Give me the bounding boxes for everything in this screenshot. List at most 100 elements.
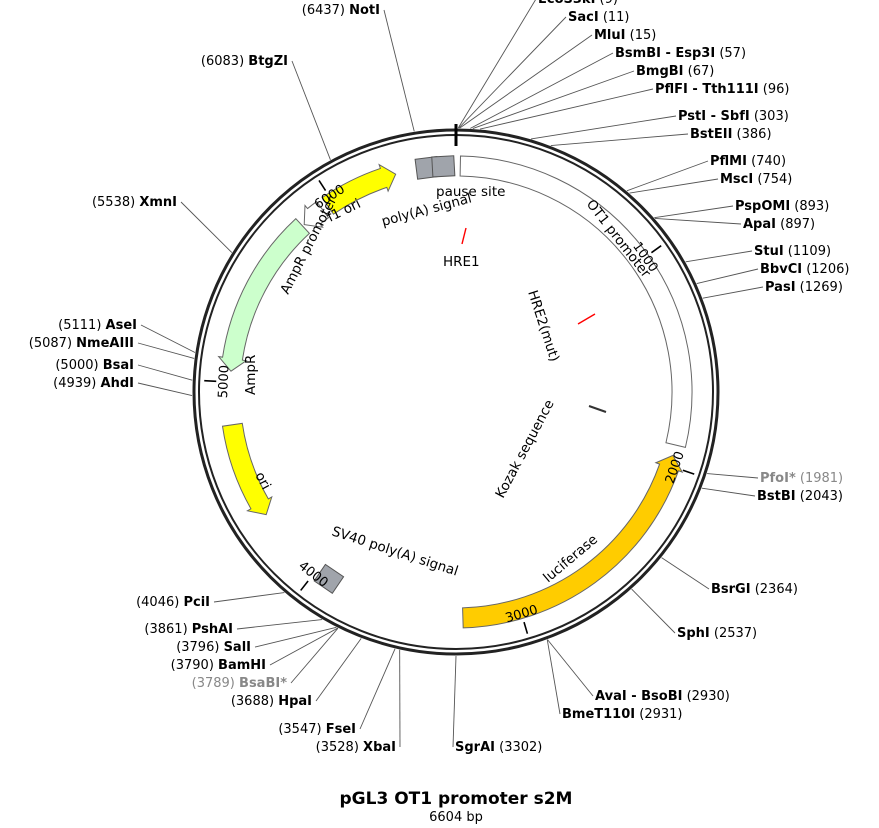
restriction-site-label: (3547) FseI: [278, 722, 356, 737]
site-name: FseI: [326, 722, 356, 737]
restriction-site-label: PspOMI (893): [735, 199, 829, 214]
site-name: BtgZI: [248, 54, 288, 69]
site-name: BstBI: [757, 489, 796, 504]
site-connector: [661, 557, 710, 590]
restriction-site-label: MluI (15): [594, 28, 656, 43]
site-name: SalI: [224, 640, 251, 655]
site-name: BsrGI: [711, 582, 751, 597]
site-connector: [631, 588, 676, 634]
site-connector: [654, 205, 734, 219]
pause-site-label: pause site: [436, 184, 505, 200]
scale-tick: [204, 379, 217, 383]
site-position: (4939): [53, 376, 100, 391]
restriction-site-label: PstI - SbfI (303): [678, 109, 789, 124]
site-position: (1206): [802, 262, 849, 277]
site-position: (5000): [55, 358, 102, 373]
site-position: (754): [753, 172, 792, 187]
site-name: AvaI - BsoBI: [595, 689, 682, 704]
feature-arc: [462, 454, 684, 629]
site-position: (1109): [784, 244, 831, 259]
site-position: (6437): [302, 3, 349, 18]
feature-arc: [321, 163, 397, 215]
restriction-site-label: SgrAI (3302): [455, 740, 542, 755]
site-position: (3789): [192, 676, 239, 691]
restriction-site-label: (5000) BsaI: [55, 358, 134, 373]
site-connector: [470, 52, 614, 129]
site-name: AseI: [106, 318, 137, 333]
site-connector: [213, 592, 285, 603]
restriction-site-label: BsmBI - Esp3I (57): [615, 46, 746, 61]
restriction-site-label: BstEII (386): [690, 127, 772, 142]
scale-tick: [650, 245, 662, 254]
ampr-label: AmpR: [243, 355, 259, 395]
site-name: PciI: [183, 595, 210, 610]
site-name: MluI: [594, 28, 625, 43]
site-position: (2364): [751, 582, 798, 597]
scale-tick: [300, 580, 309, 591]
site-connector: [654, 217, 742, 225]
site-connector: [696, 268, 759, 284]
site-position: (2537): [710, 626, 757, 641]
site-connector: [479, 88, 654, 130]
site-name: PfoI*: [760, 471, 796, 486]
hre2-label: HRE2(mut): [524, 288, 562, 364]
restriction-site-label: BstBI (2043): [757, 489, 843, 504]
scale-tick-label: 2000: [663, 450, 688, 486]
restriction-site-label: (5538) XmnI: [92, 195, 177, 210]
site-name: PflFI - Tth111I: [655, 82, 759, 97]
site-name: EcoS3kI: [538, 0, 595, 7]
site-position: (3861): [144, 622, 191, 637]
site-position: (67): [684, 64, 715, 79]
site-name: XmnI: [139, 195, 177, 210]
site-position: (3547): [278, 722, 325, 737]
site-connector: [269, 627, 338, 666]
restriction-site-label: BmeT110I (2931): [562, 707, 683, 722]
site-name: BamHI: [218, 658, 266, 673]
site-position: (5111): [58, 318, 105, 333]
restriction-site-label: (3790) BamHI: [171, 658, 266, 673]
site-position: (386): [732, 127, 771, 142]
ori-label: ori: [251, 469, 273, 492]
site-connector: [254, 626, 337, 648]
site-position: (15): [625, 28, 656, 43]
site-name: BmgBI: [636, 64, 684, 79]
site-name: SphI: [677, 626, 710, 641]
site-name: StuI: [754, 244, 784, 259]
kozak-mark: [588, 405, 607, 413]
site-position: (2043): [796, 489, 843, 504]
site-name: BmeT110I: [562, 707, 635, 722]
site-position: (740): [747, 154, 786, 169]
site-connector: [457, 0, 536, 129]
restriction-site-label: StuI (1109): [754, 244, 831, 259]
restriction-site-label: ApaI (897): [743, 217, 815, 232]
restriction-site-label: MscI (754): [720, 172, 792, 187]
site-name: PspOMI: [735, 199, 790, 214]
restriction-site-label: PfoI* (1981): [760, 471, 843, 486]
restriction-site-label: BbvCI (1206): [760, 262, 849, 277]
site-name: NotI: [349, 3, 380, 18]
site-position: (897): [776, 217, 815, 232]
site-connector: [236, 619, 323, 630]
site-name: MscI: [720, 172, 753, 187]
site-name: HpaI: [278, 694, 312, 709]
site-connector: [546, 639, 561, 715]
site-position: (96): [759, 82, 790, 97]
site-position: (5087): [29, 336, 76, 351]
site-position: (3528): [316, 740, 363, 755]
restriction-site-labels: (6437) NotIEcoS3kI (9)SacI (11)MluI (15)…: [29, 0, 850, 755]
site-connector: [629, 178, 719, 194]
polyA-signal-label: poly(A) signal: [380, 190, 474, 229]
scale-tick: [523, 621, 529, 634]
site-connector: [290, 627, 339, 684]
site-connector: [137, 382, 193, 396]
site-name: XbaI: [363, 740, 396, 755]
site-position: (3796): [176, 640, 223, 655]
site-position: (1269): [796, 280, 843, 295]
site-position: (3790): [171, 658, 218, 673]
site-name: PstI - SbfI: [678, 109, 750, 124]
site-name: BbvCI: [760, 262, 802, 277]
scale-tick: [682, 469, 695, 475]
site-connector: [702, 286, 764, 299]
site-position: (1981): [796, 471, 843, 486]
scale-tick: [318, 180, 327, 191]
